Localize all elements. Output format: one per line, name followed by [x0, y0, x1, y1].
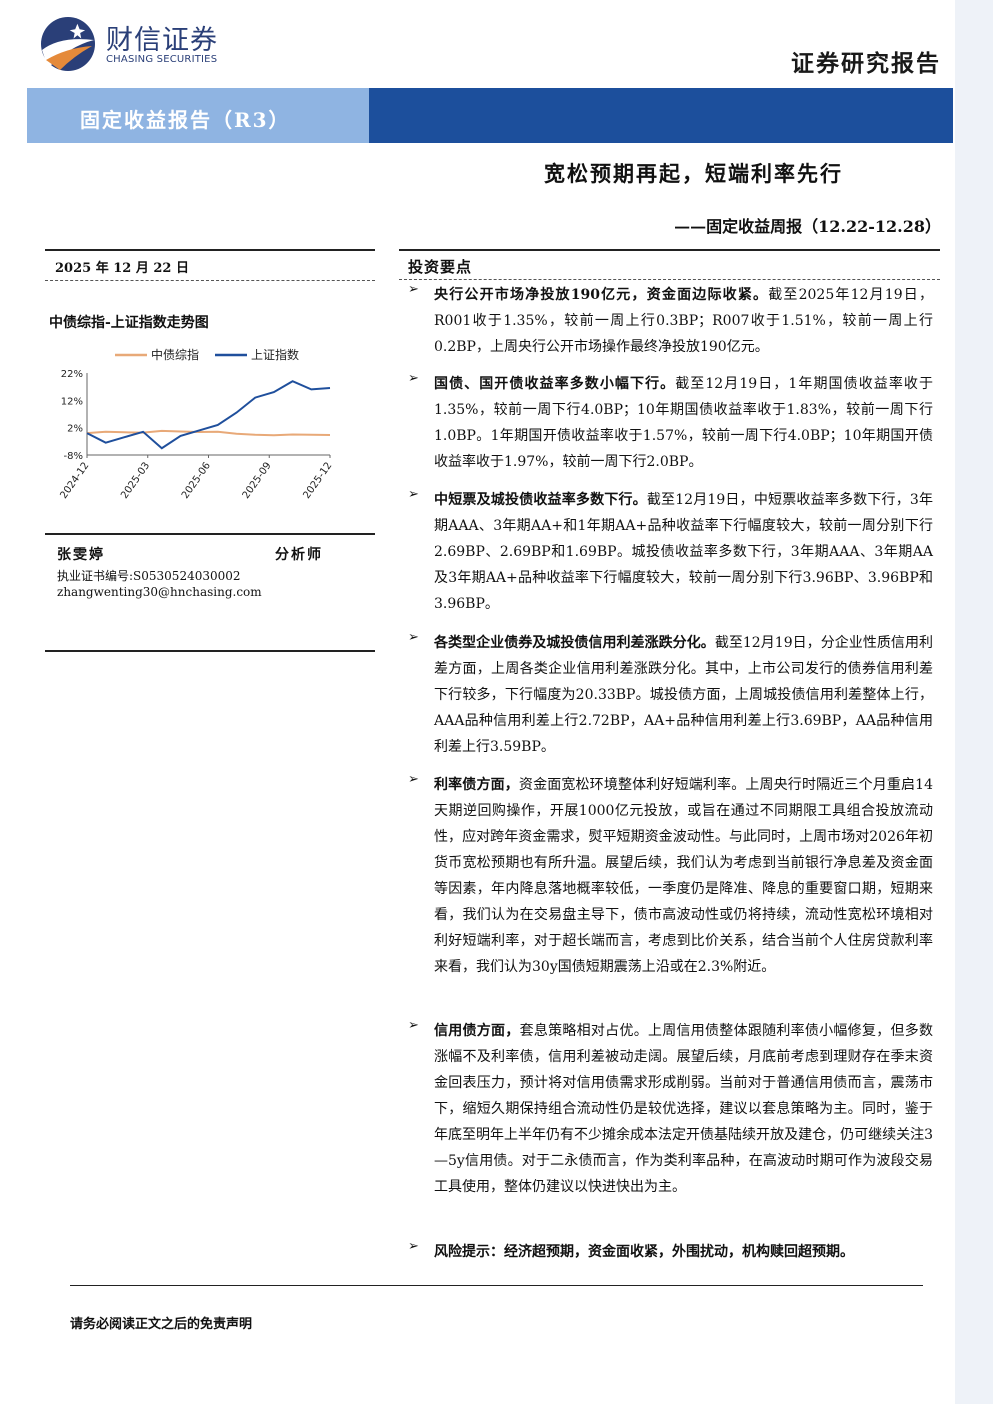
arrow-bullet-icon: ➢ — [408, 371, 419, 386]
x-tick-label: 2025-09 — [241, 460, 274, 501]
bullet-lead: 国债、国开债收益率多数小幅下行。 — [434, 376, 676, 392]
page-side-strip — [955, 0, 993, 1404]
analyst-name: 张雯婷 — [57, 547, 105, 563]
bullet-item: ➢ 利率债方面，资金面宽松环境整体利好短端利率。上周央行时隔近三个月重启14天期… — [408, 772, 933, 980]
analyst-email[interactable]: zhangwenting30@hnchasing.com — [57, 585, 262, 599]
bullet-item: ➢ 中短票及城投债收益率多数下行。截至12月19日，中短票收益率多数下行，3年期… — [408, 487, 933, 617]
banner-light-block — [27, 88, 369, 143]
arrow-bullet-icon: ➢ — [408, 487, 419, 502]
banner-dark-block — [369, 88, 953, 143]
left-top-rule — [45, 249, 375, 251]
right-dashed-rule — [399, 279, 940, 280]
chart-title: 中债综指-上证指数走势图 — [49, 315, 209, 331]
analyst-certificate: 执业证书编号:S0530524030002 — [57, 569, 241, 583]
legend-label: 上证指数 — [251, 347, 299, 362]
x-tick-label: 2025-03 — [119, 460, 152, 501]
footer-rule — [70, 1285, 923, 1286]
bullet-body: 套息策略相对占优。上周信用债整体跟随利率债小幅修复，但多数涨幅不及利率债，信用利… — [434, 1023, 934, 1195]
arrow-bullet-icon: ➢ — [408, 630, 419, 645]
analyst-top-rule — [45, 533, 375, 535]
y-tick-label: -8% — [64, 451, 83, 462]
bullet-lead: 利率债方面， — [434, 777, 519, 793]
index-trend-chart: 中债综指 上证指数 22% 12% 2% -8%2024-12 2025-03 2025-06… — [58, 347, 334, 501]
x-tick-label: 2024-12 — [58, 460, 91, 501]
y-tick-label: 22% — [61, 369, 83, 380]
arrow-bullet-icon: ➢ — [408, 772, 419, 787]
logo-chinese-name: 财信证券 — [106, 25, 218, 56]
bullet-lead: 各类型企业债券及城投债信用利差涨跌分化。 — [434, 635, 715, 651]
bullet-lead: 中短票及城投债收益率多数下行。 — [434, 492, 647, 508]
banner-report-category: 固定收益报告（R3） — [80, 108, 291, 132]
right-top-rule — [399, 249, 940, 251]
logo-mark-icon — [41, 17, 95, 71]
disclaimer-note: 请务必阅读正文之后的免责声明 — [70, 1317, 253, 1332]
left-dashed-rule — [45, 280, 375, 281]
arrow-bullet-icon: ➢ — [408, 1239, 419, 1254]
bullet-body: 资金面宽松环境整体利好短端利率。上周央行时隔近三个月重启14天期逆回购操作，开展… — [434, 777, 933, 975]
series-line — [86, 380, 331, 450]
legend-label: 中债综指 — [151, 347, 199, 362]
bullet-lead: 风险提示：经济超预期，资金面收紧，外围扰动，机构赎回超预期。 — [434, 1244, 854, 1260]
arrow-bullet-icon: ➢ — [408, 1018, 419, 1033]
analyst-role: 分析师 — [275, 547, 323, 563]
bullet-item: ➢ 国债、国开债收益率多数小幅下行。截至12月19日，1年期国债收益率收于1.3… — [408, 371, 933, 475]
bullet-item: ➢ 央行公开市场净投放190亿元，资金面边际收紧。截至2025年12月19日，R… — [408, 282, 933, 360]
bullet-lead: 央行公开市场净投放190亿元，资金面边际收紧。 — [434, 287, 769, 303]
x-tick-label: 2025-12 — [301, 460, 334, 501]
report-title: 宽松预期再起，短端利率先行 — [544, 161, 843, 186]
series-line — [86, 429, 331, 437]
section-title: 投资要点 — [408, 258, 473, 276]
bullet-item: ➢ 信用债方面，套息策略相对占优。上周信用债整体跟随利率债小幅修复，但多数涨幅不… — [408, 1018, 933, 1200]
logo-english-name: CHASING SECURITIES — [106, 54, 218, 65]
x-tick-label: 2025-06 — [180, 460, 213, 501]
bullet-item: ➢ 风险提示：经济超预期，资金面收紧，外围扰动，机构赎回超预期。 — [408, 1239, 933, 1265]
arrow-bullet-icon: ➢ — [408, 282, 419, 297]
bullet-body: 截至2025年12月19日，R001收于1.35%，较前一周上行0.3BP；R0… — [434, 287, 933, 355]
bullet-item: ➢ 各类型企业债券及城投债信用利差涨跌分化。截至12月19日，分企业性质信用利差… — [408, 630, 933, 760]
analyst-bottom-rule — [45, 650, 375, 652]
report-type-label: 证券研究报告 — [791, 50, 941, 77]
bullet-body: 截至12月19日，中短票收益率多数下行，3年期AAA、3年期AA+和1年期AA+… — [434, 492, 934, 612]
report-subtitle: ——固定收益周报（12.22-12.28） — [674, 217, 941, 236]
report-date: 2025 年 12 月 22 日 — [55, 261, 189, 276]
bullet-body: 截至12月19日，1年期国债收益率收于1.35%，较前一周下行4.0BP；10年… — [434, 376, 933, 470]
bullet-lead: 信用债方面， — [434, 1023, 520, 1039]
company-logo: 财信证券 CHASING SECURITIES — [40, 16, 230, 74]
bullet-body: 截至12月19日，分企业性质信用利差方面，上周各类企业信用利差涨跌分化。其中，上… — [434, 635, 934, 755]
y-tick-label: 12% — [61, 396, 83, 407]
y-tick-label: 2% — [67, 424, 83, 435]
